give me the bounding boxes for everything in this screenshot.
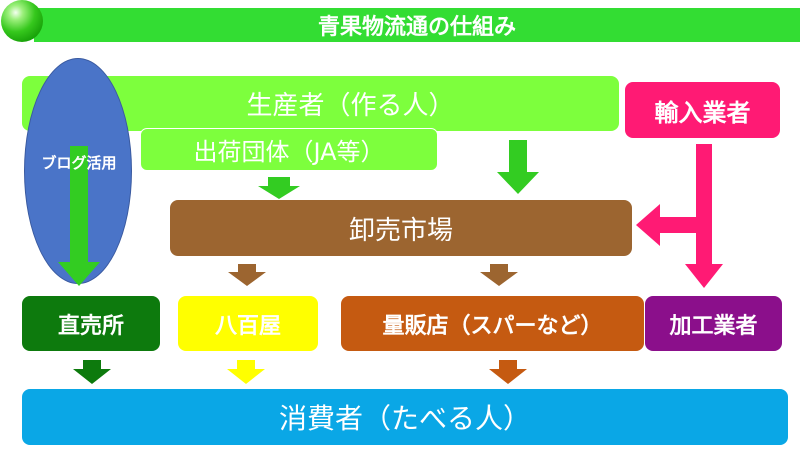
greengrocer-box: 八百屋 — [178, 296, 318, 351]
direct-sales-box: 直売所 — [22, 296, 160, 351]
coop-box: 出荷団体（JA等） — [140, 128, 438, 171]
green-ball-icon — [1, 0, 43, 42]
greengrocer-to-consumer-arrow — [227, 360, 265, 384]
consumer-box: 消費者（たべる人） — [22, 389, 788, 445]
diagram-title: 青果物流通の仕組み — [34, 8, 800, 42]
blog-label: ブログ活用 — [41, 154, 117, 172]
mass-retailer-box: 量販店（スパーなど） — [341, 296, 644, 351]
coop-label: 出荷団体（JA等） — [193, 138, 385, 166]
importer-to-processor-arrow — [685, 144, 723, 288]
market-to-mass-arrow — [480, 264, 518, 286]
importer-label: 輸入業者 — [654, 98, 751, 127]
mass-retailer-label: 量販店（スパーなど） — [382, 313, 603, 339]
direct-to-consumer-arrow — [73, 360, 111, 384]
importer-to-market-arrow — [636, 204, 696, 246]
consumer-label: 消費者（たべる人） — [278, 402, 531, 435]
wholesale-market-label: 卸売市場 — [348, 215, 453, 246]
blog-to-direct-arrow — [58, 146, 100, 286]
mass-to-consumer-arrow — [489, 360, 527, 384]
producer-label: 生産者（作る人） — [246, 91, 455, 121]
direct-sales-label: 直売所 — [57, 313, 124, 339]
coop-to-market-arrow — [258, 177, 300, 199]
market-to-greengrocer-arrow — [228, 264, 266, 286]
importer-box: 輸入業者 — [625, 82, 780, 138]
processor-label: 加工業者 — [669, 313, 758, 339]
producer-to-market-arrow — [497, 140, 539, 194]
processor-box: 加工業者 — [645, 296, 782, 351]
greengrocer-label: 八百屋 — [214, 313, 281, 339]
wholesale-market-box: 卸売市場 — [170, 200, 632, 256]
